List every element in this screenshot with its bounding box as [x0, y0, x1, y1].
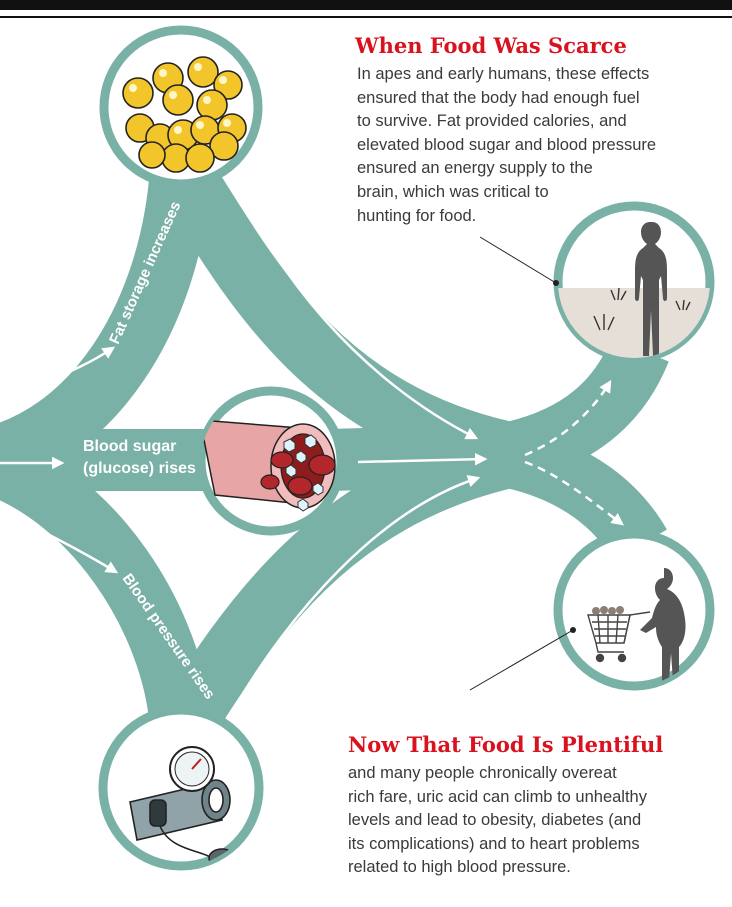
blood-vessel-icon: [196, 386, 346, 536]
scarce-line: brain, which was critical to: [357, 182, 549, 201]
plentiful-line: its complications) and to heart problems: [348, 834, 640, 853]
fat-globules-icon: [99, 25, 263, 189]
sugar-path-text-2: (glucose) rises: [83, 460, 196, 477]
scarce-line: ensured that the body had enough fuel: [357, 88, 640, 107]
blood-pressure-cuff-icon: [98, 705, 264, 871]
plentiful-line: rich fare, uric acid can climb to unheal…: [348, 787, 647, 806]
sugar-path-text-1: Blood sugar: [83, 438, 176, 455]
standing-human-icon: [553, 201, 715, 363]
scarce-line: In apes and early humans, these effects: [357, 65, 650, 83]
plentiful-line: and many people chronically overeat: [348, 764, 617, 782]
plentiful-line: levels and lead to obesity, diabetes (an…: [348, 811, 642, 830]
top-rule: [0, 0, 732, 10]
plentiful-callout-dot: [570, 627, 576, 633]
scarce-line: to survive. Fat provided calories, and: [357, 112, 627, 131]
scarce-callout-line: [479, 236, 557, 284]
plentiful-callout-line: [469, 629, 574, 691]
scarce-callout-dot: [553, 280, 559, 286]
plentiful-title: Now That Food Is Plentiful: [348, 732, 664, 757]
shopping-cart-person-icon: [553, 529, 715, 691]
scarce-line: ensured an energy supply to the: [357, 159, 593, 178]
scarce-line: hunting for food.: [357, 206, 477, 225]
top-rule-thin: [0, 16, 732, 18]
flow-arrows: [0, 167, 624, 723]
scarce-body: In apes and early humans, these effects …: [357, 63, 656, 228]
plentiful-body: and many people chronically overeat rich…: [348, 762, 647, 880]
plentiful-line: related to high blood pressure.: [348, 858, 571, 877]
scarce-title: When Food Was Scarce: [355, 33, 627, 58]
scarce-line: elevated blood sugar and blood pressure: [357, 135, 657, 154]
